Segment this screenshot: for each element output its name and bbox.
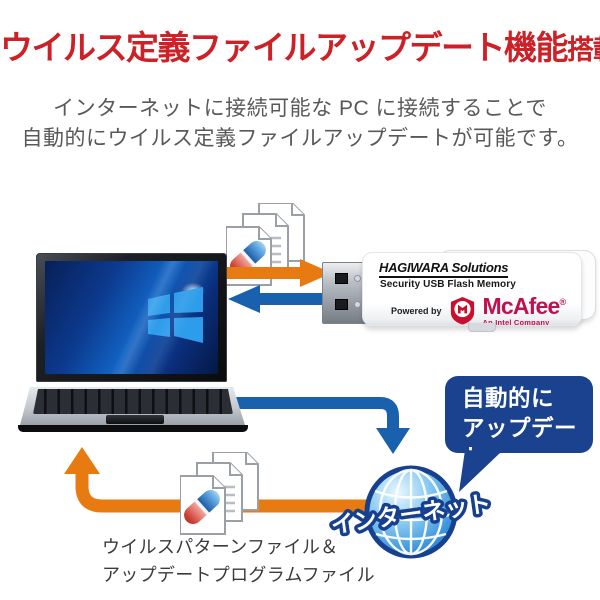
- orange-update-flow-arrow: [64, 447, 383, 513]
- auto-update-callout: 自動的に アップデート: [445, 376, 593, 470]
- laptop-base: [20, 387, 246, 425]
- page-subtitle: インターネットに接続可能な PC に接続することで 自動的にウイルス定義ファイル…: [21, 97, 579, 151]
- usb-connector-slot: [335, 299, 348, 310]
- laptop-screen: [36, 253, 227, 382]
- page-title-main: ウイルス定義ファイルアップデート機能: [0, 29, 569, 66]
- mcafee-shield-icon: [450, 296, 474, 325]
- usb-connector-pinhole: [354, 275, 361, 282]
- blue-internet-flow-arrow: [230, 397, 410, 454]
- internet-globe-icon: [364, 465, 458, 559]
- screen-glint: [154, 279, 210, 319]
- laptop-display: [45, 261, 218, 374]
- page-title: ウイルス定義ファイルアップデート機能搭載: [0, 29, 600, 66]
- powered-by-label: Powered by: [391, 305, 442, 316]
- usb-flash-drive: HAGIWARA Solutions Security USB Flash Me…: [318, 238, 596, 338]
- mcafee-wordmark: McAfee: [482, 293, 561, 319]
- usb-connector-pinhole: [354, 301, 361, 308]
- laptop-bottom-edge: [18, 425, 248, 432]
- files-caption: ウイルスパターンファイル＆ アップデートプログラムファイル: [102, 537, 375, 585]
- pill-icon: [184, 489, 220, 525]
- mcafee-tagline: An Intel Company: [482, 318, 550, 326]
- laptop-touchpad: [106, 415, 164, 424]
- usb-brand-label: HAGIWARA Solutions: [379, 260, 508, 278]
- pill-icon: [230, 240, 266, 276]
- update-program-files-icon: [180, 452, 259, 535]
- page-title-suffix: 搭載: [567, 35, 600, 65]
- usb-connector-slot: [335, 273, 348, 284]
- internet-label: インターネット: [326, 487, 496, 542]
- windows-logo-icon: [148, 287, 203, 343]
- pc-to-usb-arrow: [222, 259, 332, 287]
- usb-slider-button: [468, 323, 496, 332]
- usb-product-label: Security USB Flash Memory: [380, 279, 516, 290]
- callout-tail: [459, 450, 501, 492]
- internet-label-text: インターネット: [329, 490, 492, 538]
- usb-body: HAGIWARA Solutions Security USB Flash Me…: [362, 252, 582, 326]
- laptop-keyboard: [33, 389, 233, 414]
- usb-to-pc-arrow: [228, 285, 338, 313]
- registered-mark: ®: [559, 297, 567, 307]
